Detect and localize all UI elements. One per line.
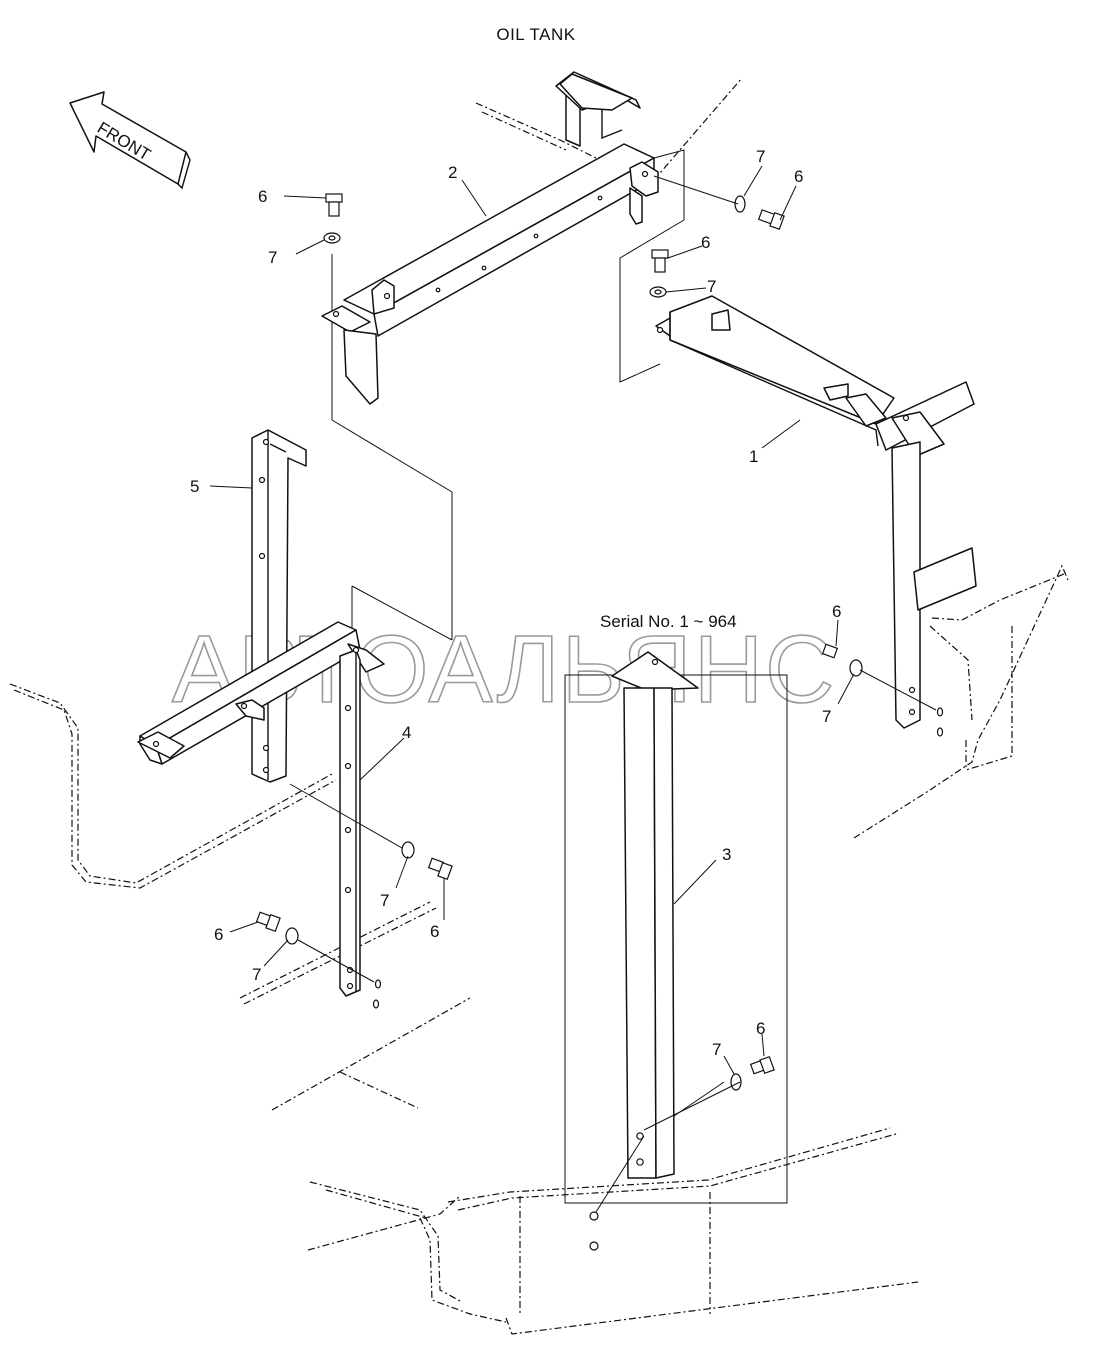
callout-6: 6: [258, 187, 267, 206]
part-2-crossmember: [321, 71, 659, 405]
callout-6: 6: [701, 233, 710, 252]
callouts: 6 7 2 7 6 6 7 1 5 Serial No. 1 ~ 964 6 7…: [190, 147, 841, 1059]
callout-6: 6: [756, 1019, 765, 1038]
mounting-phantom-lines: [331, 149, 788, 1204]
callout-4: 4: [402, 723, 411, 742]
callout-3: 3: [722, 845, 731, 864]
callout-6: 6: [794, 167, 803, 186]
callout-7: 7: [268, 248, 277, 267]
oil-tank-phantom: [9, 77, 1069, 1335]
callout-7: 7: [380, 891, 389, 910]
front-arrow-icon: FRONT: [69, 91, 191, 190]
callout-6: 6: [214, 925, 223, 944]
serial-note: Serial No. 1 ~ 964: [600, 612, 737, 631]
part-4-lower-frame: [137, 621, 385, 997]
callout-7: 7: [712, 1040, 721, 1059]
callout-6: 6: [832, 602, 841, 621]
part-1-side-frame: [655, 295, 977, 729]
callout-7: 7: [822, 707, 831, 726]
callout-7: 7: [756, 147, 765, 166]
callout-7: 7: [707, 277, 716, 296]
leader-lines: [209, 165, 855, 1117]
part-5-vertical-bracket: [251, 429, 307, 783]
callout-7: 7: [252, 965, 261, 984]
callout-5: 5: [190, 477, 199, 496]
callout-6: 6: [430, 922, 439, 941]
part-3-vertical-post: [589, 651, 699, 1251]
diagram-title: OIL TANK: [496, 25, 575, 44]
callout-1: 1: [749, 447, 758, 466]
callout-2: 2: [448, 163, 457, 182]
